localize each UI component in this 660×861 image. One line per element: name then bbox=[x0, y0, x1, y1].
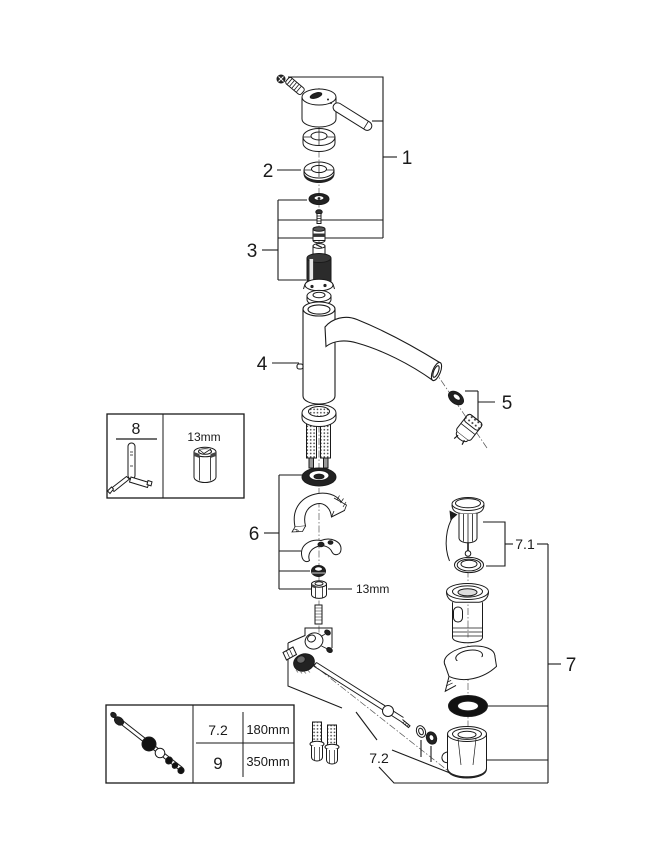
drain-plug bbox=[451, 497, 485, 557]
callout-label-1: 1 bbox=[402, 148, 413, 169]
horseshoe-gasket bbox=[291, 492, 347, 533]
table-ref-2: 9 bbox=[213, 754, 222, 773]
callout-label-7-2: 7.2 bbox=[369, 750, 389, 766]
escutcheon-ring bbox=[303, 161, 335, 183]
mounting-clamp bbox=[301, 538, 342, 563]
callout-bracket-6 bbox=[264, 474, 311, 590]
rod-seal-rings bbox=[415, 725, 438, 745]
table-length-1: 180mm bbox=[246, 722, 289, 737]
callout-label-2: 2 bbox=[263, 161, 274, 182]
cone-fitting bbox=[282, 646, 298, 661]
mousseur bbox=[453, 413, 483, 445]
hose-connector-right bbox=[324, 724, 340, 765]
drain-body bbox=[446, 583, 489, 644]
handle-screw-icon bbox=[276, 74, 286, 84]
threaded-stud bbox=[314, 604, 323, 625]
aerator-assembly bbox=[447, 390, 483, 445]
pop-up-rod-icon bbox=[110, 711, 185, 775]
spout bbox=[324, 316, 442, 382]
mount-nut-size-label: 13mm bbox=[356, 582, 389, 596]
callout-bracket-7 bbox=[487, 544, 561, 783]
wedge-gasket bbox=[443, 645, 498, 693]
dome-washer bbox=[308, 193, 330, 205]
callout-bracket-1 bbox=[278, 76, 397, 239]
ball-joint bbox=[304, 629, 333, 654]
drain-assembly bbox=[441, 497, 498, 779]
body-side-pin bbox=[296, 363, 304, 370]
callout-bracket-7-2 bbox=[355, 711, 548, 784]
callout-bracket-3 bbox=[262, 199, 307, 281]
pivot-rod bbox=[313, 662, 411, 729]
mounting-washer bbox=[301, 467, 337, 487]
flow-seal bbox=[447, 390, 465, 406]
rotation-arrow-icon bbox=[445, 510, 458, 562]
size-table bbox=[105, 704, 295, 784]
handle-assembly bbox=[276, 74, 373, 153]
hose-connectors bbox=[309, 721, 340, 765]
lever-handle bbox=[301, 88, 373, 131]
mounting-hex-nut bbox=[311, 580, 327, 599]
callout-labels: 1 2 3 4 5 6 7 7.1 7.2 8 13mm 13mm 7.2 18… bbox=[132, 148, 577, 773]
table-ref-1: 7.2 bbox=[208, 722, 228, 738]
mounting-kit bbox=[291, 467, 347, 625]
callout-bracket-7-1 bbox=[483, 521, 548, 567]
cartridge-screw bbox=[315, 209, 323, 224]
handle-cap-ring bbox=[302, 128, 336, 153]
callout-label-3: 3 bbox=[247, 241, 258, 262]
tool-box bbox=[106, 413, 245, 499]
cartridge bbox=[303, 243, 335, 292]
base-escutcheon bbox=[301, 404, 337, 428]
pivot-assembly bbox=[282, 627, 438, 745]
callout-label-6: 6 bbox=[249, 524, 260, 545]
hose-connector-left bbox=[309, 721, 325, 762]
callout-label-5: 5 bbox=[502, 393, 513, 414]
callout-brackets bbox=[262, 76, 561, 784]
cartridge-adapter bbox=[312, 226, 326, 244]
hex-socket-icon bbox=[193, 446, 217, 484]
plug-seal-ring bbox=[454, 556, 484, 574]
pin-tool-icon bbox=[106, 442, 153, 495]
drain-housing bbox=[441, 726, 487, 779]
toolbox-size-label: 13mm bbox=[187, 430, 220, 444]
table-length-2: 350mm bbox=[246, 754, 289, 769]
cone-nut bbox=[311, 565, 326, 577]
cartridge-assembly bbox=[303, 193, 335, 307]
callout-label-4: 4 bbox=[257, 354, 268, 375]
callout-label-7: 7 bbox=[566, 655, 577, 676]
faucet-body bbox=[296, 301, 443, 405]
callout-label-8: 8 bbox=[132, 421, 141, 438]
grub-screw bbox=[285, 77, 305, 95]
callout-label-7-1: 7.1 bbox=[515, 536, 535, 552]
drain-o-ring bbox=[448, 695, 488, 717]
knurled-nut bbox=[293, 653, 315, 674]
